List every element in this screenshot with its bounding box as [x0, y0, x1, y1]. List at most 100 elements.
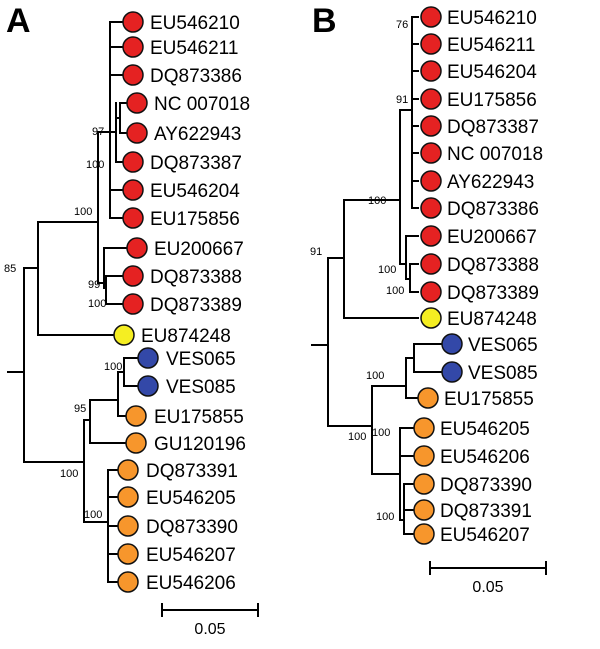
tip: DQ873387 — [122, 151, 242, 174]
tip: EU546205 — [117, 486, 236, 509]
tip: GU120196 — [125, 432, 246, 455]
tip: EU546210 — [122, 11, 240, 34]
tip: VES065 — [441, 333, 538, 356]
sequence-dot — [117, 571, 139, 593]
tip-label: EU546211 — [150, 38, 238, 59]
scale-bar-label: 0.05 — [472, 579, 503, 596]
bootstrap-value: 95 — [74, 403, 86, 415]
tip-label: EU175856 — [150, 209, 240, 230]
sequence-dot — [420, 142, 442, 164]
tip-label: DQ873387 — [447, 117, 539, 138]
tip: NC 007018 — [420, 142, 543, 165]
bootstrap-value: 91 — [396, 94, 408, 106]
panel-b-branches — [311, 16, 443, 535]
sequence-dot — [122, 151, 144, 173]
tip-label: EU175856 — [447, 90, 537, 111]
sequence-dot — [420, 253, 442, 275]
tip: NC 007018 — [126, 92, 250, 115]
sequence-dot — [420, 225, 442, 247]
tip: EU175856 — [122, 207, 240, 230]
sequence-dot — [117, 543, 139, 565]
panel-b-tips: EU546210 EU546211 EU546204 EU175856 DQ87… — [413, 6, 543, 546]
tip-label: EU546204 — [447, 62, 537, 83]
tip-label: DQ873386 — [150, 66, 242, 87]
panel-b: B — [310, 2, 547, 596]
tip-label: EU546206 — [146, 573, 236, 594]
bootstrap-value: 100 — [86, 159, 104, 171]
sequence-dot — [420, 170, 442, 192]
sequence-dot — [420, 60, 442, 82]
sequence-dot — [126, 237, 148, 259]
tip-label: DQ873390 — [440, 475, 532, 496]
tip: DQ873389 — [420, 281, 539, 304]
sequence-dot — [413, 499, 435, 521]
bootstrap-value: 100 — [368, 195, 386, 207]
tip: EU546206 — [413, 445, 530, 468]
sequence-dot — [413, 417, 435, 439]
tip: EU546207 — [117, 543, 236, 566]
tip: EU546205 — [413, 417, 530, 440]
tip-label: EU874248 — [141, 326, 231, 347]
sequence-dot — [122, 36, 144, 58]
sequence-dot — [122, 265, 144, 287]
bootstrap-value: 100 — [74, 206, 92, 218]
tip-label: DQ873390 — [146, 517, 238, 538]
tip: EU546207 — [413, 523, 530, 546]
bootstrap-value: 100 — [104, 361, 122, 373]
sequence-dot — [420, 33, 442, 55]
tip: EU200667 — [126, 237, 244, 260]
panel-a-scale-bar: 0.05 — [161, 603, 259, 638]
tip-label: EU175855 — [154, 407, 244, 428]
panel-b-bootstrap-values: 76 91 100 91 100 100 100 100 100 100 — [310, 19, 408, 523]
tip-label: DQ873389 — [150, 295, 242, 316]
bootstrap-value: 100 — [88, 298, 106, 310]
sequence-dot — [420, 115, 442, 137]
panel-a: A — [4, 2, 259, 638]
bootstrap-value: 85 — [4, 263, 16, 275]
sequence-dot — [137, 375, 159, 397]
sequence-dot — [117, 486, 139, 508]
tip: DQ873390 — [117, 515, 238, 538]
sequence-dot — [117, 515, 139, 537]
tip-label: EU546205 — [440, 419, 530, 440]
tip-label: AY622943 — [447, 172, 534, 193]
sequence-dot — [137, 347, 159, 369]
tip: EU874248 — [420, 307, 537, 330]
tip-label: DQ873387 — [150, 153, 242, 174]
bootstrap-value: 97 — [92, 126, 104, 138]
sequence-dot — [420, 6, 442, 28]
bootstrap-value: 100 — [60, 468, 78, 480]
bootstrap-value: 76 — [396, 19, 408, 31]
tip-label: DQ873386 — [447, 199, 539, 220]
tip: AY622943 — [420, 170, 534, 193]
bootstrap-value: 100 — [372, 427, 390, 439]
sequence-dot — [420, 281, 442, 303]
tip: EU546210 — [420, 6, 537, 29]
bootstrap-value: 100 — [84, 509, 102, 521]
sequence-dot — [122, 64, 144, 86]
sequence-dot — [420, 307, 442, 329]
tip-label: EU546204 — [150, 181, 240, 202]
tip-label: GU120196 — [154, 434, 246, 455]
tip-label: NC 007018 — [154, 94, 250, 115]
sequence-dot — [125, 432, 147, 454]
panel-a-label: A — [6, 2, 31, 40]
tip: DQ873391 — [413, 499, 532, 522]
tip: DQ873390 — [413, 473, 532, 496]
tip: EU546206 — [117, 571, 236, 594]
tip: AY622943 — [126, 122, 241, 145]
tip: EU874248 — [113, 324, 231, 347]
tip: DQ873388 — [122, 265, 242, 288]
tip: VES085 — [441, 361, 538, 384]
tip-label: VES085 — [166, 377, 236, 398]
sequence-dot — [113, 324, 135, 346]
tip: EU200667 — [420, 225, 537, 248]
sequence-dot — [126, 92, 148, 114]
tip-label: AY622943 — [154, 124, 241, 145]
sequence-dot — [420, 197, 442, 219]
tip-label: EU546211 — [447, 35, 535, 56]
tip: EU546204 — [420, 60, 537, 83]
panel-a-tips: EU546210 EU546211 DQ873386 NC 007018 AY6… — [113, 11, 250, 594]
sequence-dot — [420, 88, 442, 110]
